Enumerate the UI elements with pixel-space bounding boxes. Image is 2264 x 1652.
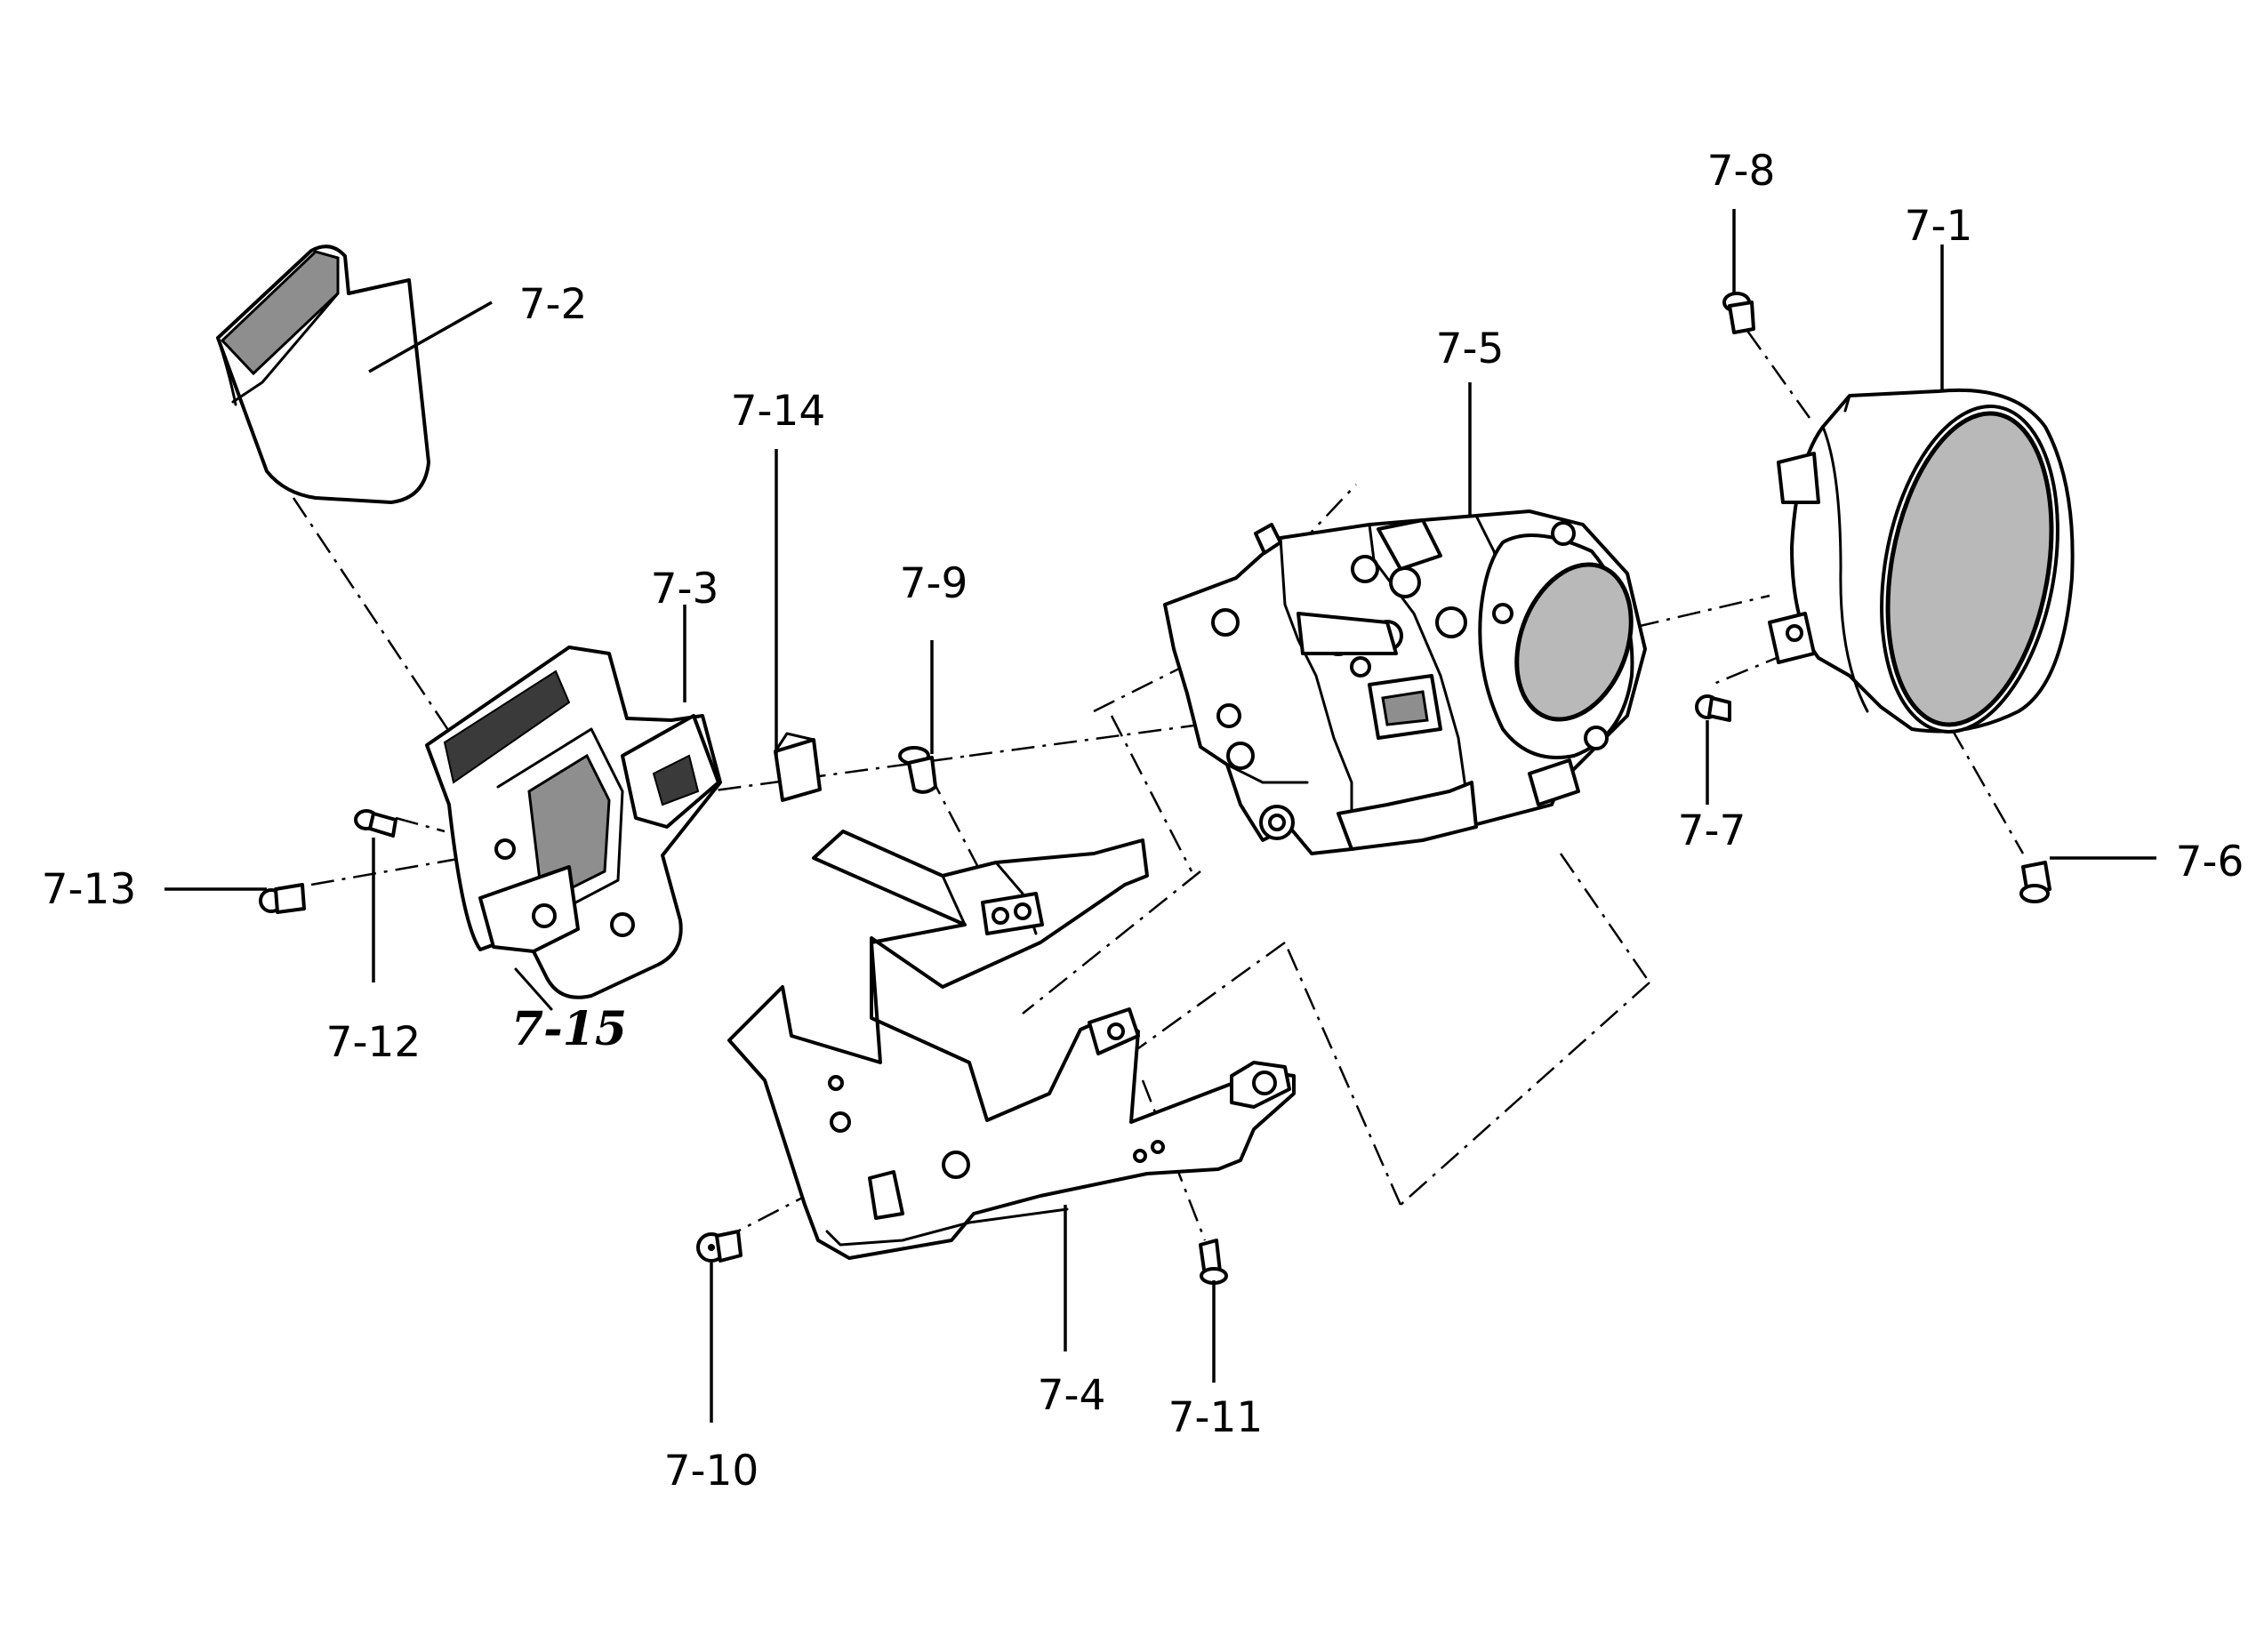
label-7-4: 7-4 — [1038, 1371, 1106, 1420]
label-7-1: 7-1 — [1905, 202, 1973, 251]
screw-7-9 — [898, 746, 937, 794]
label-7-13: 7-13 — [42, 865, 137, 914]
screw-7-12 — [354, 809, 397, 838]
ccd-holder-part — [425, 646, 722, 1011]
screw-7-7 — [1695, 694, 1731, 722]
label-7-7: 7-7 — [1678, 806, 1746, 855]
label-7-15: 7-15 — [511, 1002, 627, 1056]
label-7-11: 7-11 — [1168, 1393, 1264, 1442]
label-7-14: 7-14 — [731, 387, 826, 436]
screw-7-13 — [259, 883, 306, 914]
label-7-5: 7-5 — [1436, 325, 1505, 373]
leader-lines — [165, 209, 2156, 1423]
label-7-6: 7-6 — [2176, 838, 2244, 886]
label-7-12: 7-12 — [326, 1018, 421, 1067]
spacer-7-14 — [774, 732, 822, 802]
label-7-10: 7-10 — [664, 1447, 759, 1496]
label-7-2: 7-2 — [519, 280, 588, 329]
screw-7-6 — [2019, 861, 2051, 903]
bracket-part — [727, 830, 1296, 1260]
screw-7-10 — [696, 1230, 743, 1263]
callout-labels: 7-1 7-8 7-5 7-2 7-14 7-3 7-9 7-13 7-12 7… — [42, 147, 2244, 1496]
label-7-8: 7-8 — [1707, 147, 1776, 196]
lens-cover-part — [1768, 388, 2075, 734]
screw-7-8 — [1722, 292, 1755, 334]
lens-unit-part — [1163, 509, 1647, 855]
label-7-3: 7-3 — [651, 565, 719, 613]
flex-cable-part — [216, 245, 430, 504]
screw-7-11 — [1199, 1239, 1228, 1285]
label-7-9: 7-9 — [900, 559, 968, 608]
